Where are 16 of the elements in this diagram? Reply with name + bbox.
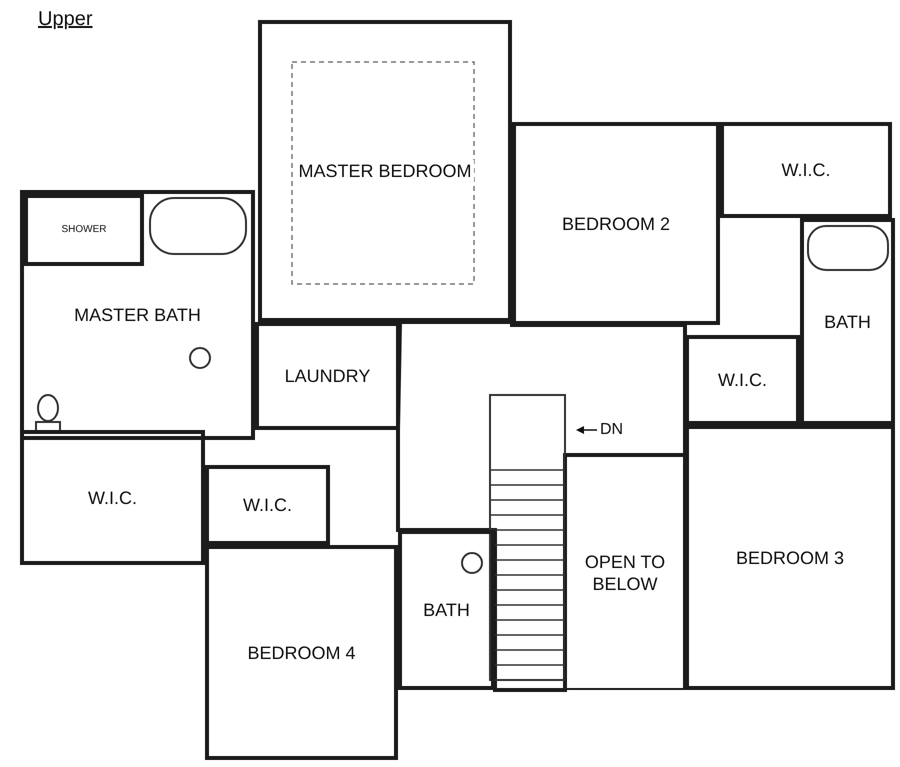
room-outline <box>685 425 895 690</box>
room-outline <box>24 194 144 266</box>
room-outline <box>398 530 495 690</box>
room-outline <box>685 335 800 425</box>
room-outline <box>800 218 895 425</box>
direction-label: DN <box>600 421 624 439</box>
room-outline <box>565 455 685 690</box>
plan-title: Upper <box>38 8 92 31</box>
room-outline <box>205 545 398 760</box>
room-outline <box>258 20 512 322</box>
room-outline <box>20 190 255 440</box>
room-outline <box>255 322 400 430</box>
room-outline <box>720 122 892 218</box>
room-outline <box>512 122 720 325</box>
room-outline <box>205 465 330 545</box>
room-outline <box>20 430 205 565</box>
